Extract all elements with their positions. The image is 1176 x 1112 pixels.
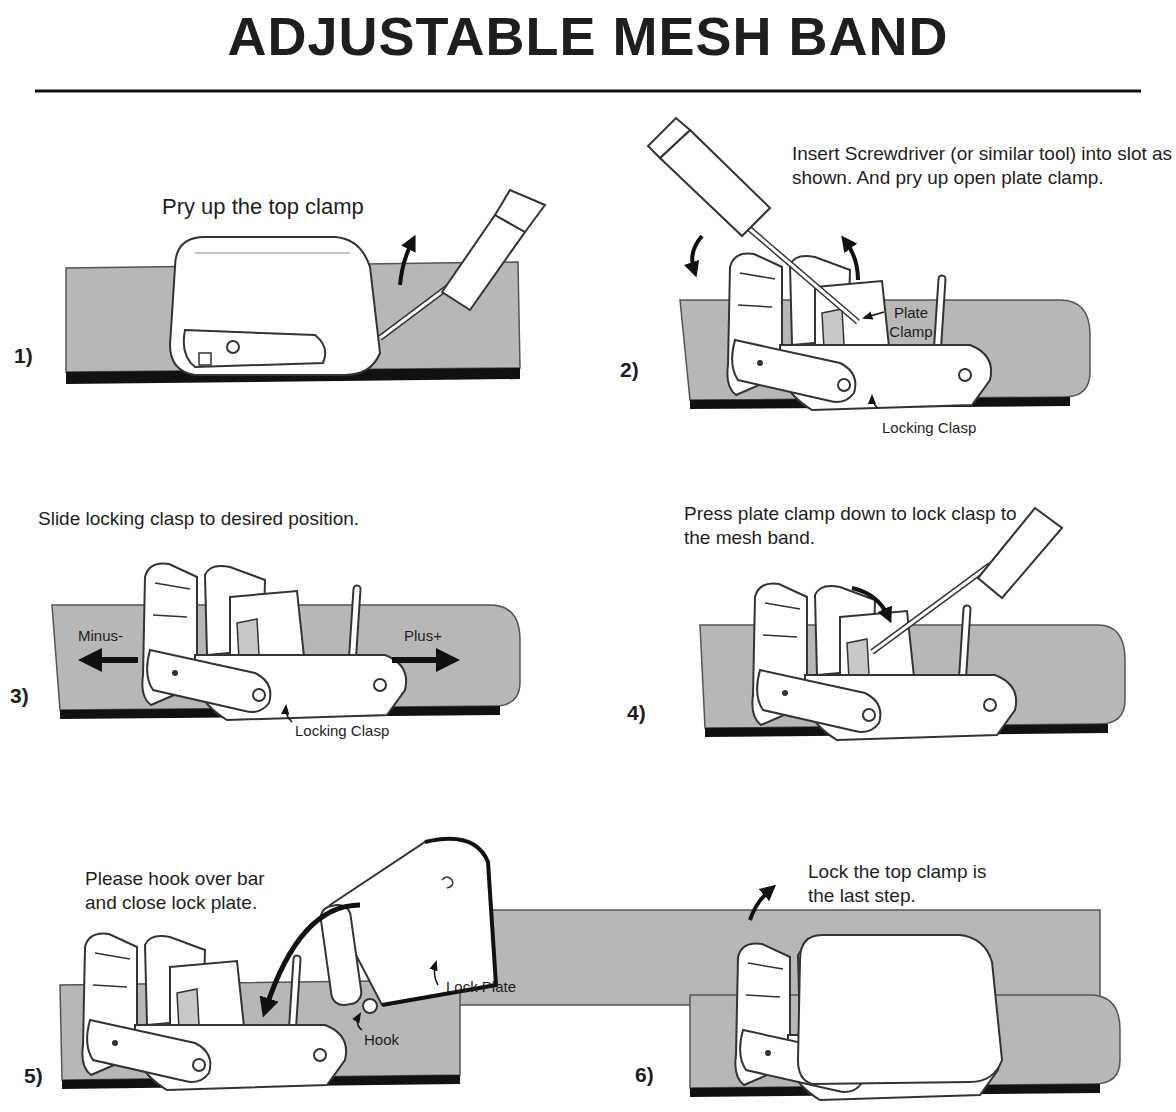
part-label: Locking Clasp	[295, 721, 435, 740]
title-rule	[35, 90, 1141, 93]
part-label: Lock Plate	[446, 977, 566, 996]
direction-label: Minus-	[78, 626, 158, 645]
step-number: 5)	[24, 1063, 64, 1089]
step-3-art	[52, 564, 520, 722]
direction-label: Plus+	[404, 626, 484, 645]
part-label: Locking Clasp	[882, 418, 1022, 437]
instruction-text: Pry up the top clamp	[162, 193, 492, 221]
step-number: 1)	[14, 343, 54, 369]
step-6-art	[690, 890, 1120, 1100]
part-label: Plate Clamp	[882, 303, 940, 341]
instruction-text: Lock the top clamp is the last step.	[808, 860, 994, 908]
instruction-text: Slide locking clasp to desired position.	[38, 507, 508, 531]
step-number: 3)	[10, 683, 50, 709]
part-label: Hook	[364, 1030, 424, 1049]
step-5-art	[60, 839, 1100, 1090]
instruction-text: Press plate clamp down to lock clasp to …	[684, 502, 1044, 550]
title: ADJUSTABLE MESH BAND	[0, 2, 1176, 70]
step-1-art	[66, 190, 545, 384]
step-number: 6)	[635, 1062, 675, 1088]
step-number: 2)	[620, 357, 660, 383]
step-number: 4)	[627, 700, 667, 726]
instruction-text: Please hook over bar and close lock plat…	[85, 867, 300, 915]
instruction-text: Insert Screwdriver (or similar tool) int…	[792, 142, 1176, 190]
